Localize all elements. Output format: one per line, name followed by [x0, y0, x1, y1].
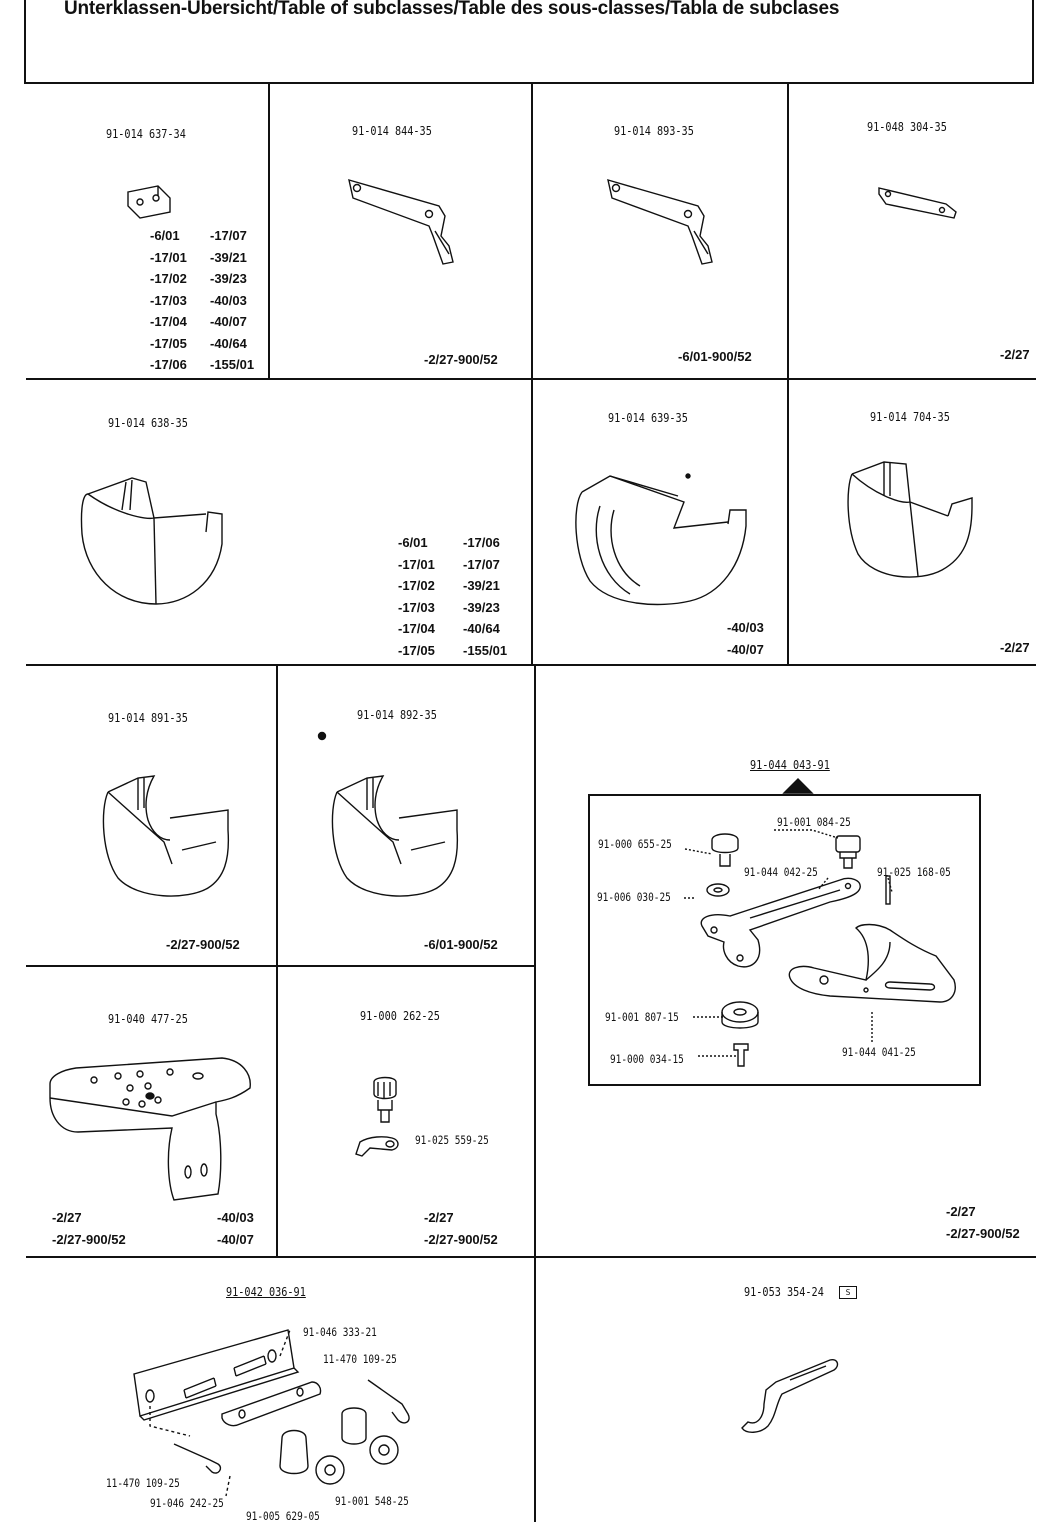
subclass-code-2: -2/27-900/52 [946, 1226, 1020, 1241]
label-91-046-242-25: 91-046 242-25 [150, 1496, 224, 1510]
page-title: Unterklassen-Übersicht/Table of subclass… [64, 0, 840, 19]
assembly-frame [588, 794, 981, 1086]
assembly-part-number: 91-042 036-91 [226, 1285, 306, 1299]
grid-line-v2 [531, 84, 533, 664]
subclass-code: -6/01-900/52 [678, 349, 752, 364]
star-mark [317, 731, 327, 741]
part-number: 91-014 893-35 [614, 124, 694, 138]
subclass-code-r1: -40/03 [217, 1210, 254, 1225]
subclass-column-2: -17/06-17/07-39/21 -39/23-40/64-155/01 [463, 535, 508, 658]
subclass-code-2: -40/07 [727, 642, 764, 657]
assembly-drawing [133, 1329, 410, 1497]
label-91-001-807-15: 91-001 807-15 [605, 1010, 679, 1024]
subclass-code-2: -2/27-900/52 [424, 1232, 498, 1247]
grid-line-v3 [787, 84, 789, 664]
part-number: 91-014 891-35 [108, 711, 188, 725]
bracket-drawing [348, 179, 454, 265]
subclass-column-2: -17/07-39/21-39/23 -40/03-40/07-40/64 -1… [210, 228, 255, 372]
label-91-044-041-25: 91-044 041-25 [842, 1045, 916, 1059]
hook-guide-drawing [741, 1358, 839, 1433]
small-plate-drawing [127, 185, 171, 219]
subclass-code: -2/27 [1000, 347, 1030, 362]
subclass-code: -2/27 [1000, 640, 1030, 655]
part-number: 91-014 704-35 [870, 410, 950, 424]
part-number: 91-053 354-24 [744, 1285, 824, 1299]
subclass-code-l2: -2/27-900/52 [52, 1232, 126, 1247]
grid-line-v4 [276, 665, 278, 1257]
part-number: 91-000 262-25 [360, 1009, 440, 1023]
part-number: 91-014 892-35 [357, 708, 437, 722]
label-11-470-109-25-bottom: 11-470 109-25 [106, 1476, 180, 1490]
part-number: 91-048 304-35 [867, 120, 947, 134]
strip-drawing [878, 187, 957, 219]
cup-guard-drawing [80, 477, 223, 605]
label-91-001-084-25: 91-001 084-25 [777, 815, 851, 829]
subclass-code-l1: -2/27 [52, 1210, 82, 1225]
subclass-code: -2/27-900/52 [166, 937, 240, 952]
grid-line-h2 [26, 664, 1036, 666]
mounting-plate-drawing [49, 1057, 251, 1201]
cup-guard-drawing [847, 461, 973, 578]
part-number: 91-014 637-34 [106, 127, 186, 141]
subclass-column-1: -6/01-17/01-17/02 -17/03-17/04-17/05 -17… [150, 228, 187, 372]
subclass-code: -6/01-900/52 [424, 937, 498, 952]
cup-guard-drawing [102, 775, 230, 897]
subclass-code-1: -2/27 [424, 1210, 454, 1225]
part-number: 91-014 844-35 [352, 124, 432, 138]
subclass-column-1: -6/01-17/01-17/02 -17/03-17/04-17/05 [398, 535, 435, 658]
grid-line-h4 [26, 1256, 1036, 1258]
part-number: 91-014 638-35 [108, 416, 188, 430]
subclass-code: -2/27-900/52 [424, 352, 498, 367]
assembly-part-number: 91-044 043-91 [750, 758, 830, 772]
grid-line-h3 [26, 965, 534, 967]
label-91-025-168-05: 91-025 168-05 [877, 865, 951, 879]
thumb-screw-drawing [355, 1076, 399, 1157]
subclass-code-1: -40/03 [727, 620, 764, 635]
label-91-001-548-25: 91-001 548-25 [335, 1494, 409, 1508]
leader-lines [684, 829, 893, 1057]
pointer-triangle [782, 778, 814, 794]
label-91-044-042-25: 91-044 042-25 [744, 865, 818, 879]
label-91-006-030-25: 91-006 030-25 [597, 890, 671, 904]
cup-guard-large-drawing [575, 473, 747, 606]
part-number: 91-040 477-25 [108, 1012, 188, 1026]
label-91-025-559-25: 91-025 559-25 [415, 1133, 489, 1147]
grid-line-v5 [534, 665, 536, 1522]
label-91-005-629-05: 91-005 629-05 [246, 1509, 320, 1523]
grid-line-v1 [268, 84, 270, 380]
label-11-470-109-25-top: 11-470 109-25 [323, 1352, 397, 1366]
badge-s: S [839, 1286, 857, 1299]
subclass-code-r2: -40/07 [217, 1232, 254, 1247]
subclass-code-1: -2/27 [946, 1204, 976, 1219]
bracket-drawing [607, 179, 713, 265]
cup-guard-drawing [331, 775, 459, 897]
label-91-046-333-21: 91-046 333-21 [303, 1325, 377, 1339]
part-number: 91-014 639-35 [608, 411, 688, 425]
label-91-000-655-25: 91-000 655-25 [598, 837, 672, 851]
label-91-000-034-15: 91-000 034-15 [610, 1052, 684, 1066]
title-box: Unterklassen-Übersicht/Table of subclass… [24, 0, 1034, 84]
assembly-drawing [700, 833, 956, 1067]
